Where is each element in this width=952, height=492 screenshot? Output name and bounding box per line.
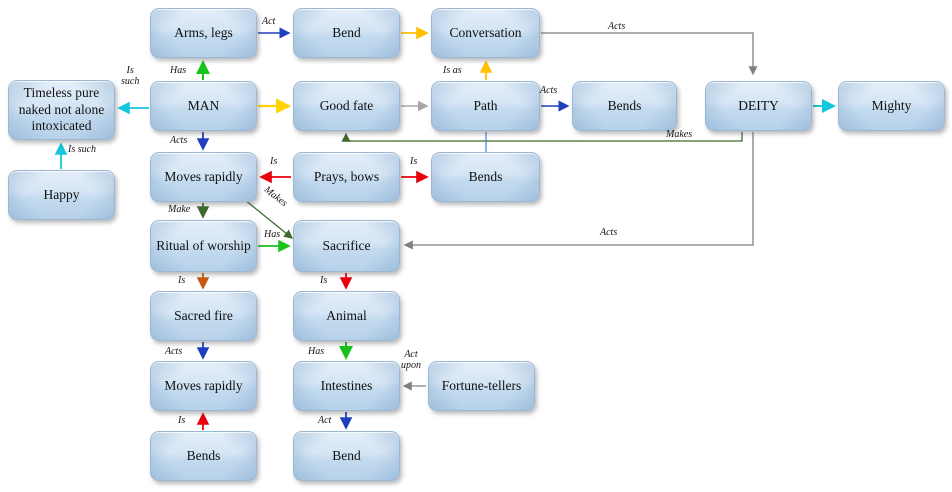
edge-label-lbl_act_1: Act: [262, 16, 276, 27]
edge-label-lbl_act_2: Act: [318, 415, 332, 426]
node-moves_rapidly_2[interactable]: Moves rapidly: [150, 361, 257, 411]
node-label: Bend: [332, 447, 361, 463]
node-bend_top[interactable]: Bend: [293, 8, 400, 58]
node-label: Good fate: [319, 97, 374, 113]
node-label: Moves rapidly: [164, 168, 243, 184]
node-label: Path: [473, 97, 498, 113]
node-label: MAN: [187, 97, 220, 113]
edge-label-lbl_has_3: Has: [308, 346, 325, 357]
node-label: Arms, legs: [174, 24, 233, 40]
node-sacrifice[interactable]: Sacrifice: [293, 220, 400, 272]
node-label: DEITY: [738, 97, 779, 113]
edge-label-lbl_is_6: Is: [178, 415, 186, 426]
node-timeless[interactable]: Timeless pure naked not alone intoxicate…: [8, 80, 115, 140]
node-animal[interactable]: Animal: [293, 291, 400, 341]
node-label: Happy: [43, 186, 80, 202]
node-label: Intestines: [320, 377, 373, 393]
node-label: Sacrifice: [322, 237, 371, 253]
node-sacred_fire[interactable]: Sacred fire: [150, 291, 257, 341]
edge-label-lbl_is_3: Is: [410, 156, 418, 167]
node-mighty[interactable]: Mighty: [838, 81, 945, 131]
node-man[interactable]: MAN: [150, 81, 257, 131]
node-bends_bottom[interactable]: Bends: [150, 431, 257, 481]
node-label: Ritual of worship: [156, 237, 251, 253]
node-happy[interactable]: Happy: [8, 170, 115, 220]
node-bend_bottom[interactable]: Bend: [293, 431, 400, 481]
edge-label-lbl_is_as: Is as: [443, 65, 462, 76]
node-arms_legs[interactable]: Arms, legs: [150, 8, 257, 58]
node-label: Mighty: [871, 97, 912, 113]
node-prays_bows[interactable]: Prays, bows: [293, 152, 400, 202]
edge-label-lbl_has_1: Has: [170, 65, 187, 76]
edge-label-lbl_makes_r: Makes: [666, 129, 693, 140]
node-label: Sacred fire: [174, 307, 233, 323]
node-label: Bends: [186, 447, 221, 463]
edge-conversation-to-deity: [541, 32, 758, 76]
node-moves_rapidly_1[interactable]: Moves rapidly: [150, 152, 257, 202]
node-path[interactable]: Path: [431, 81, 540, 131]
edge-label-lbl_is_5: Is: [320, 275, 328, 286]
node-label: Animal: [326, 307, 367, 323]
node-label: Conversation: [449, 24, 522, 40]
node-label: Fortune-tellers: [441, 377, 522, 393]
node-label: Prays, bows: [313, 168, 380, 184]
edge-label-lbl_acts_path: Acts: [540, 85, 558, 96]
edge-label-lbl_acts_fire: Acts: [165, 346, 183, 357]
edge-label-lbl_is_such_1: Is such: [121, 65, 140, 87]
edge-label-lbl_has_2: Has: [264, 229, 281, 240]
node-label: Timeless pure naked not alone intoxicate…: [18, 85, 105, 134]
edge-deity-to-sacrifice: [403, 132, 754, 250]
node-good_fate[interactable]: Good fate: [293, 81, 400, 131]
node-ritual[interactable]: Ritual of worship: [150, 220, 257, 272]
edge-label-lbl_acts_gray: Acts: [600, 227, 618, 238]
node-bends_prays[interactable]: Bends: [431, 152, 540, 202]
edge-label-lbl_is_2: Is: [270, 156, 278, 167]
edge-moves-rapidly-to-sacrifice: [244, 199, 294, 239]
edge-deity-to-good-fate: [341, 132, 743, 142]
node-fortune[interactable]: Fortune-tellers: [428, 361, 535, 411]
node-intestines[interactable]: Intestines: [293, 361, 400, 411]
edge-label-lbl_is_such_2: Is such: [68, 144, 97, 155]
node-label: Bend: [332, 24, 361, 40]
edge-label-lbl_act_upon: Act upon: [401, 349, 421, 371]
node-deity[interactable]: DEITY: [705, 81, 812, 131]
edge-label-lbl_is_4: Is: [178, 275, 186, 286]
edge-label-lbl_make: Make: [168, 204, 191, 215]
node-label: Bends: [468, 168, 503, 184]
node-label: Bends: [607, 97, 642, 113]
node-label: Moves rapidly: [164, 377, 243, 393]
node-conversation[interactable]: Conversation: [431, 8, 540, 58]
node-bends_path[interactable]: Bends: [572, 81, 677, 131]
edge-label-lbl_acts_top: Acts: [608, 21, 626, 32]
edge-label-lbl_acts_man: Acts: [170, 135, 188, 146]
